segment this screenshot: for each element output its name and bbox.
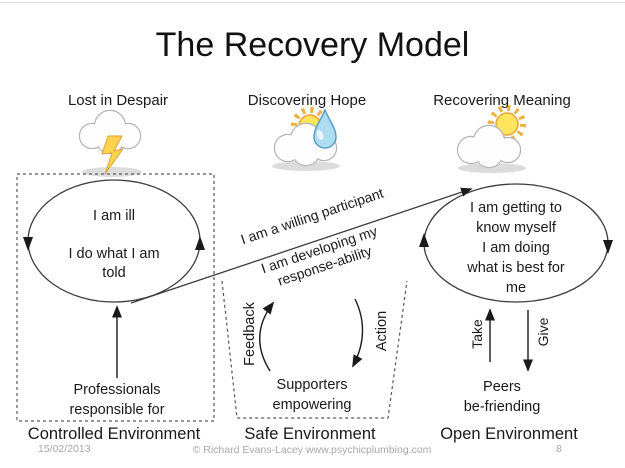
meaning-cycle-line: I am doing [482, 240, 550, 256]
despair-cycle-line: I do what I am [68, 246, 160, 262]
supporters-line: empowering [272, 396, 352, 413]
raindrop [313, 108, 337, 149]
action-label: Action [374, 310, 390, 352]
take-label: Take [469, 319, 485, 349]
meaning-cycle-line: what is best for [467, 260, 565, 276]
page-title: The Recovery Model [155, 26, 470, 64]
meaning-cycle-arrowhead-left [419, 233, 429, 247]
slide-number: 8 [556, 443, 562, 455]
sun-behind-cloud-raindrop-icon [273, 107, 338, 167]
despair-cycle-text-1: I am ill [93, 208, 135, 224]
sun-rays [488, 105, 526, 143]
slide-top-border [0, 2, 625, 3]
despair-cycle-arrowhead-right [195, 236, 205, 250]
header-discovering-hope: Discovering Hope [247, 92, 367, 109]
peers-line: Peers [483, 379, 521, 395]
transition-arrow [130, 187, 473, 304]
feedback-label: Feedback [242, 302, 258, 366]
meaning-cycle-arrowhead-right [603, 240, 613, 254]
safe-environment-trapezoid [221, 280, 408, 419]
give-label: Give [535, 317, 551, 347]
sun-disc [495, 112, 519, 136]
supporters-line: Supporters [276, 377, 348, 393]
feedback-curved-arrow [259, 301, 275, 372]
controlled-environment-label: Controlled Environment [27, 425, 201, 443]
footer-copyright: © Richard Evans-Lacey www.psychicplumbin… [192, 444, 432, 456]
storm-cloud-lightning-icon [78, 109, 142, 175]
supporters-text: Supporters empowering [273, 376, 352, 415]
despair-cycle-line: told [102, 265, 126, 281]
professionals-line: responsible for [69, 401, 165, 418]
meaning-cycle-line: me [505, 280, 527, 296]
header-lost-in-despair: Lost in Despair [67, 92, 169, 109]
peers-line: be-friending [463, 398, 541, 415]
controlled-environment-box [16, 173, 215, 422]
meaning-cycle-text: I am getting to know myself I am doing w… [467, 198, 565, 298]
safe-environment-label: Safe Environment [244, 425, 376, 443]
meaning-cycle-line: know myself [476, 220, 556, 236]
lightning-bolt [101, 135, 124, 175]
despair-cycle-ellipse [27, 179, 201, 303]
sun-behind-cloud-icon [456, 105, 526, 169]
despair-cycle-arrowhead-left [23, 237, 33, 251]
despair-cycle-text-2: I do what I am told [68, 245, 159, 283]
peers-text: Peers be-friending [464, 378, 541, 417]
header-recovering-meaning: Recovering Meaning [433, 92, 571, 109]
footer-date: 15/02/2013 [38, 443, 91, 455]
meaning-cycle-line: I am getting to [470, 200, 562, 216]
action-curved-arrow [352, 298, 364, 368]
open-environment-label: Open Environment [440, 425, 578, 443]
professionals-text: Professionals responsible for [69, 381, 164, 420]
professionals-line: Professionals [73, 382, 161, 398]
